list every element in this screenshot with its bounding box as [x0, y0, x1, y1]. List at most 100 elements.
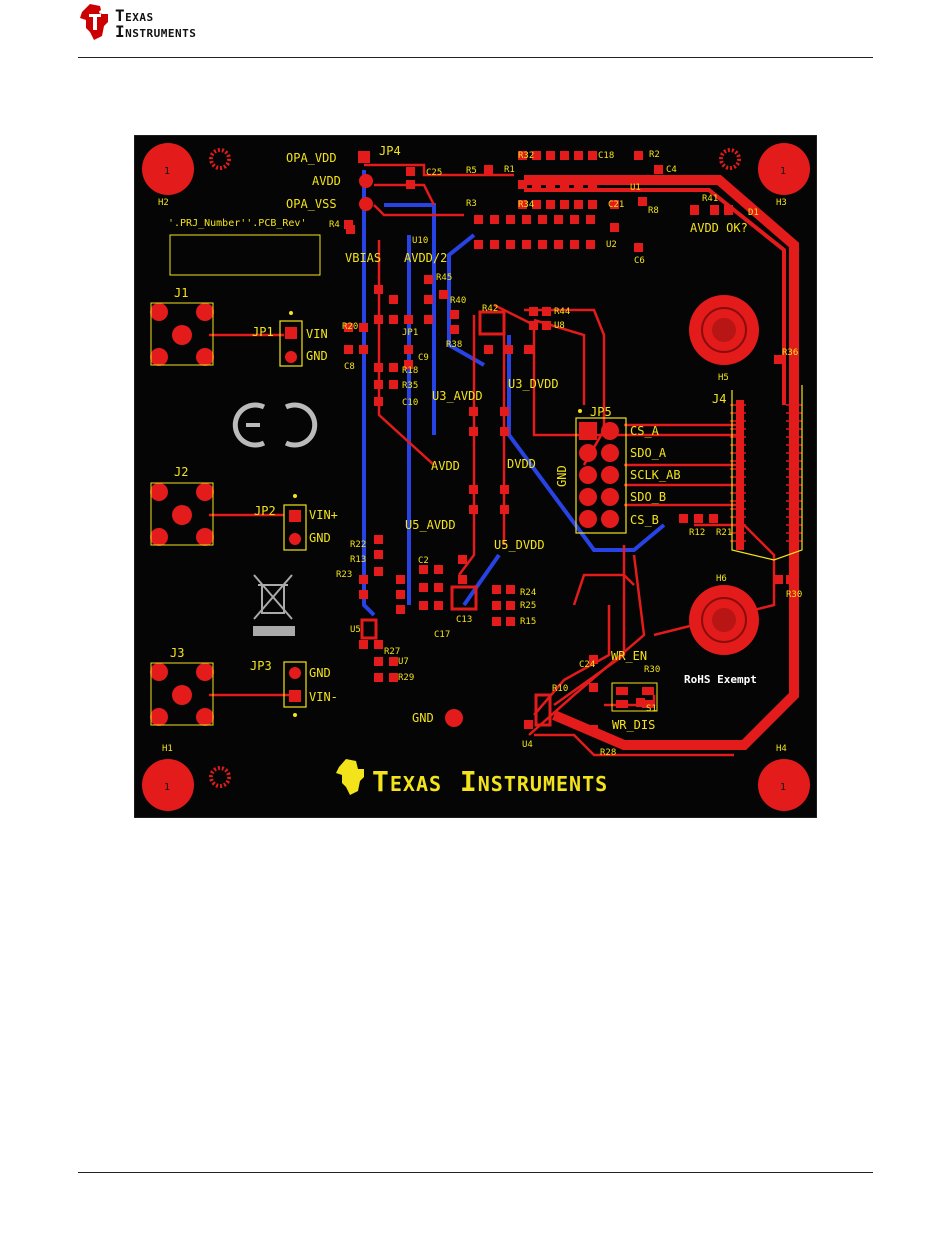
pcb-rev-label: '.PRJ_Number''.PCB_Rev' — [168, 218, 321, 276]
svg-text:R4: R4 — [329, 220, 340, 230]
svg-text:CS_B: CS_B — [630, 513, 659, 527]
svg-text:RoHS Exempt: RoHS Exempt — [684, 673, 757, 686]
svg-text:R32: R32 — [518, 151, 534, 161]
svg-text:H2: H2 — [158, 198, 169, 208]
brand-line2: Instruments — [115, 22, 196, 41]
svg-text:R8: R8 — [648, 206, 659, 216]
svg-text:U10: U10 — [412, 236, 428, 246]
svg-text:R30: R30 — [786, 590, 802, 600]
svg-text:1: 1 — [164, 782, 170, 793]
svg-text:R20: R20 — [342, 322, 358, 332]
svg-text:AVDD: AVDD — [431, 459, 460, 473]
svg-text:JP4: JP4 — [379, 144, 401, 158]
avdd-ok-led: R41 D1 — [690, 194, 759, 218]
svg-text:JP2: JP2 — [254, 504, 276, 518]
svg-text:H1: H1 — [162, 744, 173, 754]
svg-text:1: 1 — [780, 782, 786, 793]
svg-text:WR_DIS: WR_DIS — [612, 718, 655, 732]
svg-text:H5: H5 — [718, 373, 729, 383]
svg-text:GND: GND — [309, 666, 331, 680]
svg-text:U4: U4 — [522, 740, 533, 750]
svg-text:OPA_VSS: OPA_VSS — [286, 197, 337, 211]
svg-text:C9: C9 — [418, 353, 429, 363]
svg-text:C24: C24 — [579, 660, 595, 670]
svg-text:SCLK_AB: SCLK_AB — [630, 468, 681, 482]
svg-text:R45: R45 — [436, 273, 452, 283]
svg-text:R3: R3 — [466, 199, 477, 209]
svg-text:J2: J2 — [174, 465, 188, 479]
svg-text:AVDD/2: AVDD/2 — [404, 251, 447, 265]
svg-text:R36: R36 — [782, 348, 798, 358]
footer-rule — [78, 1172, 873, 1173]
svg-text:R25: R25 — [520, 601, 536, 611]
svg-text:R5: R5 — [466, 166, 477, 176]
svg-text:U3_AVDD: U3_AVDD — [432, 389, 483, 403]
svg-text:H6: H6 — [716, 574, 727, 584]
svg-text:C6: C6 — [634, 256, 645, 266]
svg-text:OPA_VDD: OPA_VDD — [286, 151, 337, 165]
svg-text:WR_EN: WR_EN — [611, 649, 647, 663]
ti-board-logo: Texas Instruments — [336, 759, 608, 798]
svg-text:U3_DVDD: U3_DVDD — [508, 377, 559, 391]
svg-text:R41: R41 — [702, 194, 718, 204]
gnd-test-point — [445, 709, 463, 727]
svg-text:R10: R10 — [552, 684, 568, 694]
svg-text:D1: D1 — [748, 208, 759, 218]
svg-text:R18: R18 — [402, 366, 418, 376]
smd-pads — [344, 151, 795, 734]
svg-text:H3: H3 — [776, 198, 787, 208]
svg-text:R15: R15 — [520, 617, 536, 627]
svg-text:C18: C18 — [598, 151, 614, 161]
svg-text:C13: C13 — [456, 615, 472, 625]
svg-text:VIN-: VIN- — [309, 690, 338, 704]
svg-text:1: 1 — [164, 166, 170, 177]
svg-text:R23: R23 — [336, 570, 352, 580]
svg-text:R13: R13 — [350, 555, 366, 565]
svg-text:R22: R22 — [350, 540, 366, 550]
svg-text:R28: R28 — [600, 748, 616, 758]
ti-state-icon — [80, 4, 108, 40]
svg-text:U1: U1 — [630, 183, 641, 193]
svg-text:U2: U2 — [606, 240, 617, 250]
ic-packages — [360, 310, 552, 727]
svg-text:GND: GND — [412, 711, 434, 725]
svg-text:R27: R27 — [384, 647, 400, 657]
svg-text:R35: R35 — [402, 381, 418, 391]
svg-text:Texas Instruments: Texas Instruments — [372, 765, 608, 798]
svg-text:C21: C21 — [608, 200, 624, 210]
svg-text:CS_A: CS_A — [630, 424, 660, 438]
svg-text:R24: R24 — [520, 588, 536, 598]
svg-text:DVDD: DVDD — [507, 457, 536, 471]
svg-text:VIN: VIN — [306, 327, 328, 341]
svg-text:1: 1 — [780, 166, 786, 177]
svg-text:U5: U5 — [350, 625, 361, 635]
power-test-points: JP4 OPA_VDD AVDD OPA_VSS — [286, 144, 401, 211]
input-jumpers: JP1 VIN GND JP2 VIN+ GND JP3 GND VIN- — [250, 311, 338, 717]
svg-text:JP3: JP3 — [250, 659, 272, 673]
svg-text:AVDD: AVDD — [312, 174, 341, 188]
svg-text:R30: R30 — [644, 665, 660, 675]
j4-connector: J4 — [712, 385, 803, 561]
jp5-header: JP5 GND CS_A SDO_A SCLK_AB SDO_B CS_B — [555, 405, 681, 534]
svg-text:C2: C2 — [418, 556, 429, 566]
svg-text:SDO_B: SDO_B — [630, 490, 666, 504]
weee-bin-icon — [253, 574, 295, 636]
svg-text:U5_DVDD: U5_DVDD — [494, 538, 545, 552]
svg-text:C10: C10 — [402, 398, 418, 408]
svg-text:JP1: JP1 — [402, 328, 418, 338]
ti-header-logo: Texas Instruments — [78, 2, 238, 42]
ce-mark-icon — [232, 402, 318, 448]
svg-text:VBIAS: VBIAS — [345, 251, 381, 265]
svg-text:R29: R29 — [398, 673, 414, 683]
svg-text:R21: R21 — [716, 528, 732, 538]
svg-text:C8: C8 — [344, 362, 355, 372]
svg-text:J4: J4 — [712, 392, 726, 406]
svg-text:GND: GND — [306, 349, 328, 363]
svg-text:U8: U8 — [554, 321, 565, 331]
svg-text:J1: J1 — [174, 286, 188, 300]
svg-text:R38: R38 — [446, 340, 462, 350]
svg-text:R2: R2 — [649, 150, 660, 160]
svg-text:R1: R1 — [504, 165, 515, 175]
svg-text:JP5: JP5 — [590, 405, 612, 419]
svg-text:R44: R44 — [554, 307, 570, 317]
